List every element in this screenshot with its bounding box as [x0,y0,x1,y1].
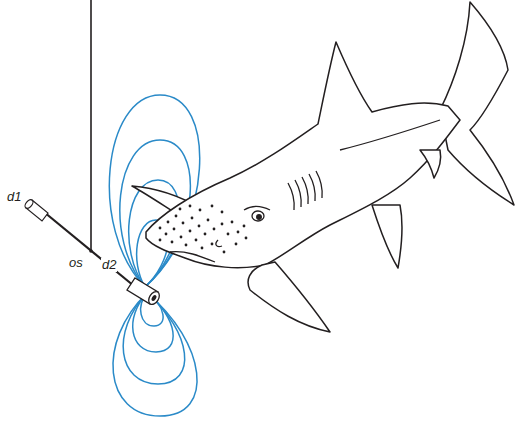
part-label: d1 [6,190,22,204]
suspension-line [90,0,92,252]
electrode-d1 [23,198,48,221]
shark-details [170,120,440,262]
ampullae-dots [159,205,248,254]
part-label: os [68,256,84,270]
part-label: d2 [101,258,117,272]
electrode-d2 [127,278,162,306]
shark [132,2,514,332]
electrode-rod [44,212,134,286]
